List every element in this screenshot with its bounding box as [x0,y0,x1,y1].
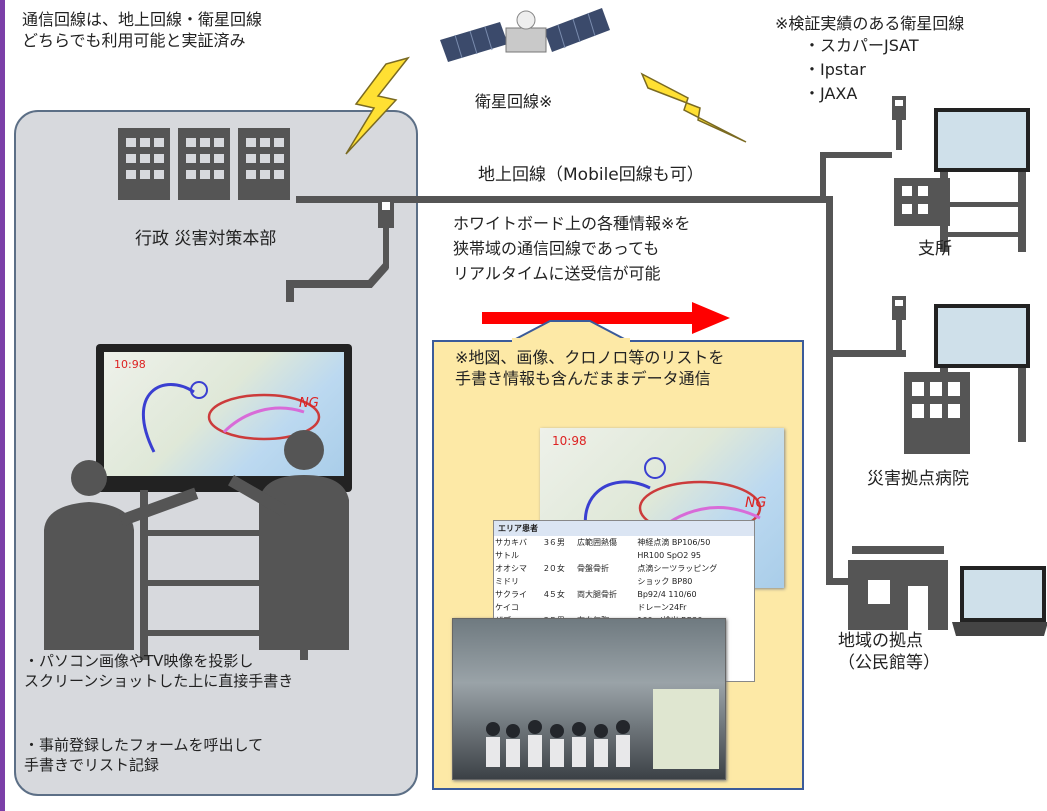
verified-title: ※検証実績のある衛星回線 [775,14,965,33]
office-drop-line [820,152,826,196]
list-cell: サクライ [495,590,527,599]
feature-screenshot: ・パソコン画像やTV映像を投影し スクリーンショットした上に直接手書き [24,652,294,690]
table-row: ミドリ ショック BP80 [494,575,754,588]
branch-office-monitor-icon [892,96,1030,252]
table-row: サクライ 4５女 両大腿骨折 Bp92/4 110/60 [494,588,754,601]
left-accent-bar [0,0,5,811]
transmit-arrow-icon [482,302,730,334]
community-branch-line [826,578,856,585]
community-base-icon [848,546,1047,636]
list-cell: HR100 SpO2 95 [637,551,702,560]
list-header: エリア患者 [494,521,754,536]
lightning-left-icon [345,56,410,155]
verified-line-3: ・JAXA [804,84,858,103]
list-cell: Bp92/4 110/60 [637,590,697,599]
hospital-label: 災害拠点病院 [867,469,969,489]
list-cell: サトル [495,551,519,560]
list-cell: 4５女 [543,590,565,599]
connectivity-note: 通信回線は、地上回線・衛星回線 どちらでも利用可能と実証済み [22,10,263,50]
list-cell [576,575,636,588]
list-cell: 広範囲熱傷 [577,538,618,547]
hospital-branch-line [826,350,906,357]
list-cell: 骨盤骨折 [577,564,610,573]
list-cell [543,601,576,614]
verified-line-2: ・Ipstar [804,60,866,79]
list-cell: 3６男 [543,538,565,547]
table-row: サトル HR100 SpO2 95 [494,549,754,562]
feature-form: ・事前登録したフォームを呼出して 手書きでリスト記録 [24,736,264,774]
collage-time: 10:98 [552,434,587,448]
callout-notch-cover [512,338,630,344]
list-cell: 神経点滴 BP106/50 [637,538,711,547]
list-cell: 2０女 [543,564,565,573]
hospital-building-icon [904,372,970,454]
people-silhouette-icon [44,430,349,650]
verified-line-1: ・スカパーJSAT [804,36,919,55]
list-cell: 両大腿骨折 [577,590,618,599]
list-cell: ケイコ [495,603,519,612]
community-base-label: 地域の拠点 （公民館等） [838,631,940,674]
list-cell: 点滴シーツラッピング [637,564,718,573]
list-cell: ショック BP80 [637,577,693,586]
list-cell: ドレーン24Fr [637,603,687,612]
board-time: 10:98 [114,358,146,371]
table-row: サカキバ 3６男 広範囲熱傷 神経点滴 BP106/50 [494,536,754,549]
callout-text: ※地図、画像、クロノロ等のリストを 手書き情報も含んだままデータ通信 [455,348,725,388]
list-cell: サカキバ [495,538,527,547]
ground-line [296,196,830,203]
vertical-trunk-line [826,196,833,584]
ground-line-label: 地上回線（Mobile回線も可） [478,165,704,185]
collage-ng: NG [745,495,767,511]
list-cell: オオシマ [495,564,527,573]
branch-office-building-icon [894,178,950,226]
table-row: ケイコ ドレーン24Fr [494,601,754,614]
table-row: オオシマ 2０女 骨盤骨折 点滴シーツラッピング [494,562,754,575]
hospital-monitor-icon [892,296,1030,442]
hq-building-icon [118,128,290,200]
realtime-text: ホワイトボード上の各種情報※を 狭帯域の通信回線であっても リアルタイムに送受信… [453,214,691,283]
branch-office-label: 支所 [918,239,952,259]
lightning-right-icon [640,72,747,143]
list-cell [576,601,636,614]
satellite-icon [440,8,610,62]
list-table: サカキバ 3６男 広範囲熱傷 神経点滴 BP106/50 サトル HR100 SpO2 … [494,536,754,627]
list-cell: ミドリ [495,577,519,586]
satellite-label: 衛星回線※ [475,92,553,111]
board-ng: NG [299,396,319,411]
list-cell [543,575,576,588]
collage-photo-image [452,618,726,780]
office-branch-line [820,152,892,158]
list-cell [576,549,636,562]
hq-label: 行政 災害対策本部 [135,229,277,249]
list-cell [543,549,576,562]
monitor-arm-icon [286,198,394,302]
